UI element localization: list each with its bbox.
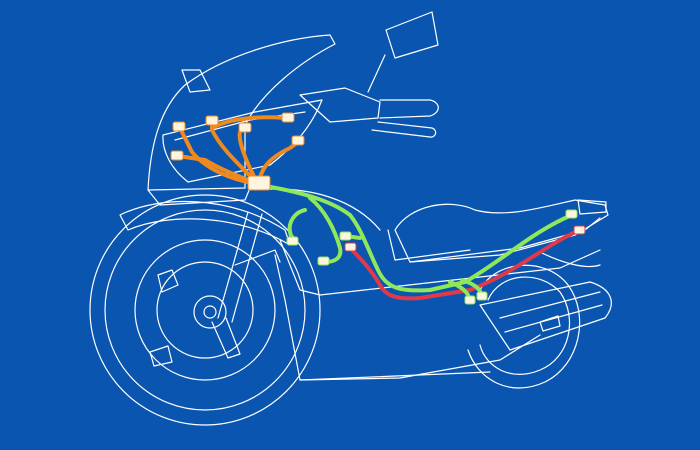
- rear-tire-inner: [479, 276, 571, 375]
- floorboard-lower: [274, 254, 541, 381]
- muffler: [479, 281, 612, 351]
- front-tire-outer: [89, 194, 321, 426]
- green-connector-5: [464, 295, 476, 305]
- fairing-lower: [147, 187, 251, 206]
- handlebar-group: [299, 11, 439, 138]
- exhaust: [479, 281, 612, 351]
- front-caliper: [157, 269, 179, 293]
- main-junction-box: [247, 175, 271, 191]
- orange-connector-2: [205, 115, 219, 126]
- front-fork: [211, 211, 281, 359]
- connectors: [170, 112, 586, 305]
- green-wire-main: [263, 184, 574, 293]
- orange-wire-top: [210, 115, 287, 130]
- orange-connector-4: [238, 122, 252, 133]
- green-connector-2: [317, 256, 330, 266]
- muffler-line-1: [499, 291, 601, 319]
- windscreen: [147, 34, 336, 191]
- muffler-bracket: [539, 315, 561, 332]
- handlebar-cover: [299, 87, 381, 123]
- front-tire-inner: [104, 209, 306, 411]
- muffler-line-2: [504, 304, 603, 333]
- fork-tube-right: [231, 213, 263, 323]
- red-wire-main: [348, 228, 582, 301]
- scooter-outline: [89, 11, 612, 426]
- front-hub: [193, 295, 227, 329]
- orange-connector-1: [172, 121, 186, 132]
- rear-body: [394, 199, 609, 268]
- right-mirror: [385, 11, 439, 59]
- front-brake-disc: [156, 261, 254, 359]
- tail-light: [577, 199, 607, 215]
- fork-brace: [234, 249, 281, 266]
- seat: [394, 199, 609, 263]
- red-connector-1: [344, 242, 357, 252]
- orange-connector-3: [170, 150, 184, 161]
- rear-fender-line: [539, 251, 601, 268]
- body-bottom: [299, 371, 491, 381]
- right-grip: [379, 99, 439, 119]
- fork-tube-left: [217, 211, 249, 319]
- red-harness: [348, 228, 582, 301]
- green-connector-4: [565, 209, 578, 219]
- front-axle: [203, 305, 217, 319]
- orange-connector-5: [281, 112, 295, 123]
- green-connector-1: [339, 231, 352, 241]
- fork-bottom: [211, 317, 241, 359]
- brake-lever: [371, 121, 437, 138]
- front-wheel: [89, 194, 321, 426]
- red-connector-2: [573, 225, 586, 235]
- mirror-stem: [367, 54, 386, 93]
- floorboard-upper: [279, 239, 601, 296]
- body-panels: [274, 229, 601, 381]
- center-tunnel: [387, 229, 471, 261]
- front-rim: [134, 239, 276, 381]
- green-connector-6: [476, 291, 488, 301]
- rear-body-line: [409, 217, 601, 263]
- orange-connector-6: [291, 135, 305, 146]
- green-connector-3: [286, 236, 299, 246]
- green-wire-branch-left: [287, 208, 307, 242]
- headlight-cowl: [162, 99, 323, 183]
- front-spoke-mark: [149, 345, 173, 367]
- left-mirror: [181, 69, 211, 93]
- green-wire-branch-lower: [308, 196, 343, 264]
